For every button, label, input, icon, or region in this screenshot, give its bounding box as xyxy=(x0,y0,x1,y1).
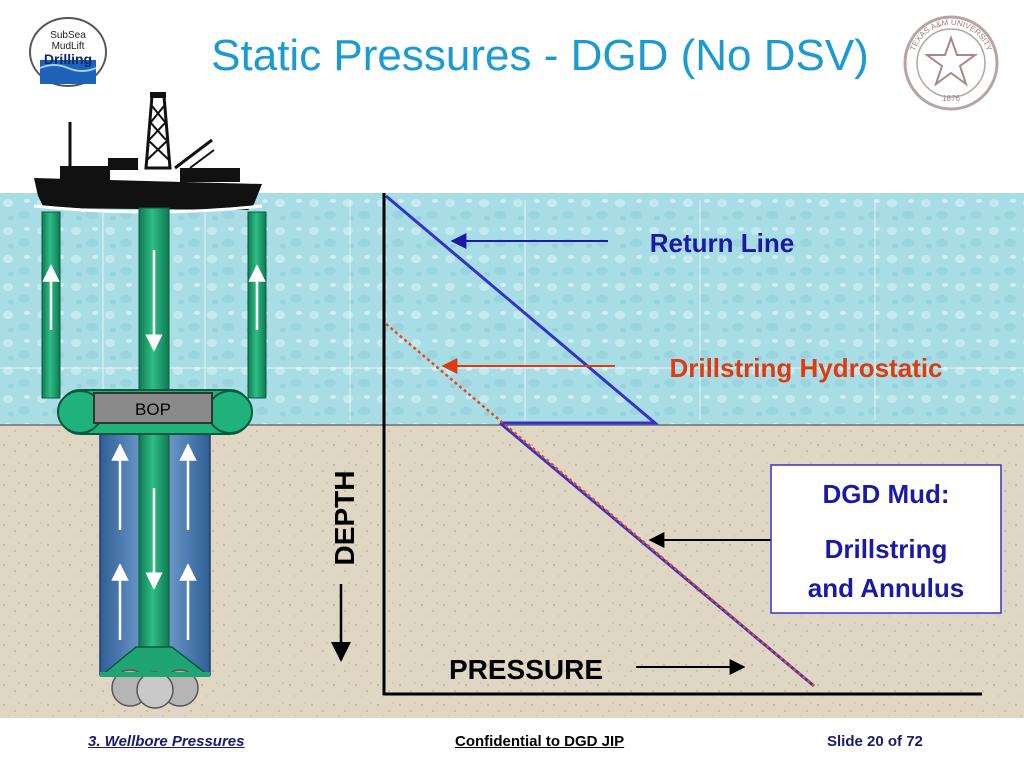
drillstring-hydrostatic-label: Drillstring Hydrostatic xyxy=(669,353,942,383)
pressure-label: PRESSURE xyxy=(449,654,603,685)
footer-section: 3. Wellbore Pressures xyxy=(88,733,245,750)
svg-text:Drilling: Drilling xyxy=(44,51,92,67)
slide-title: Static Pressures - DGD (No DSV) xyxy=(211,31,869,80)
axes xyxy=(382,193,982,696)
svg-text:SubSea: SubSea xyxy=(50,30,86,41)
drill-bit xyxy=(99,646,211,709)
return-line-profile xyxy=(385,194,660,425)
footer-confidential: Confidential to DGD JIP xyxy=(455,733,625,750)
dgd-mud-box: DGD Mud: Drillstring and Annulus xyxy=(770,464,1002,614)
dgd-mud-line-3: and Annulus xyxy=(808,573,964,603)
dgd-mud-title: DGD Mud: xyxy=(822,479,949,509)
subsea-mudlift-logo: SubSea MudLift Drilling xyxy=(29,17,107,87)
drillship xyxy=(33,92,263,214)
depth-label: DEPTH xyxy=(329,471,360,566)
dgd-mud-line-2: Drillstring xyxy=(825,534,948,564)
return-line-pipes xyxy=(41,211,267,399)
footer-slide-number: Slide 20 of 72 xyxy=(827,733,923,750)
annulus-flow-arrows xyxy=(111,443,197,640)
grid-lines xyxy=(0,200,1024,420)
svg-text:1876: 1876 xyxy=(942,94,960,103)
bop xyxy=(57,389,253,435)
seawater-region xyxy=(0,193,1024,425)
return-line-label: Return Line xyxy=(650,228,794,258)
bop-label: BOP xyxy=(135,400,171,419)
svg-text:MudLift: MudLift xyxy=(52,41,85,52)
